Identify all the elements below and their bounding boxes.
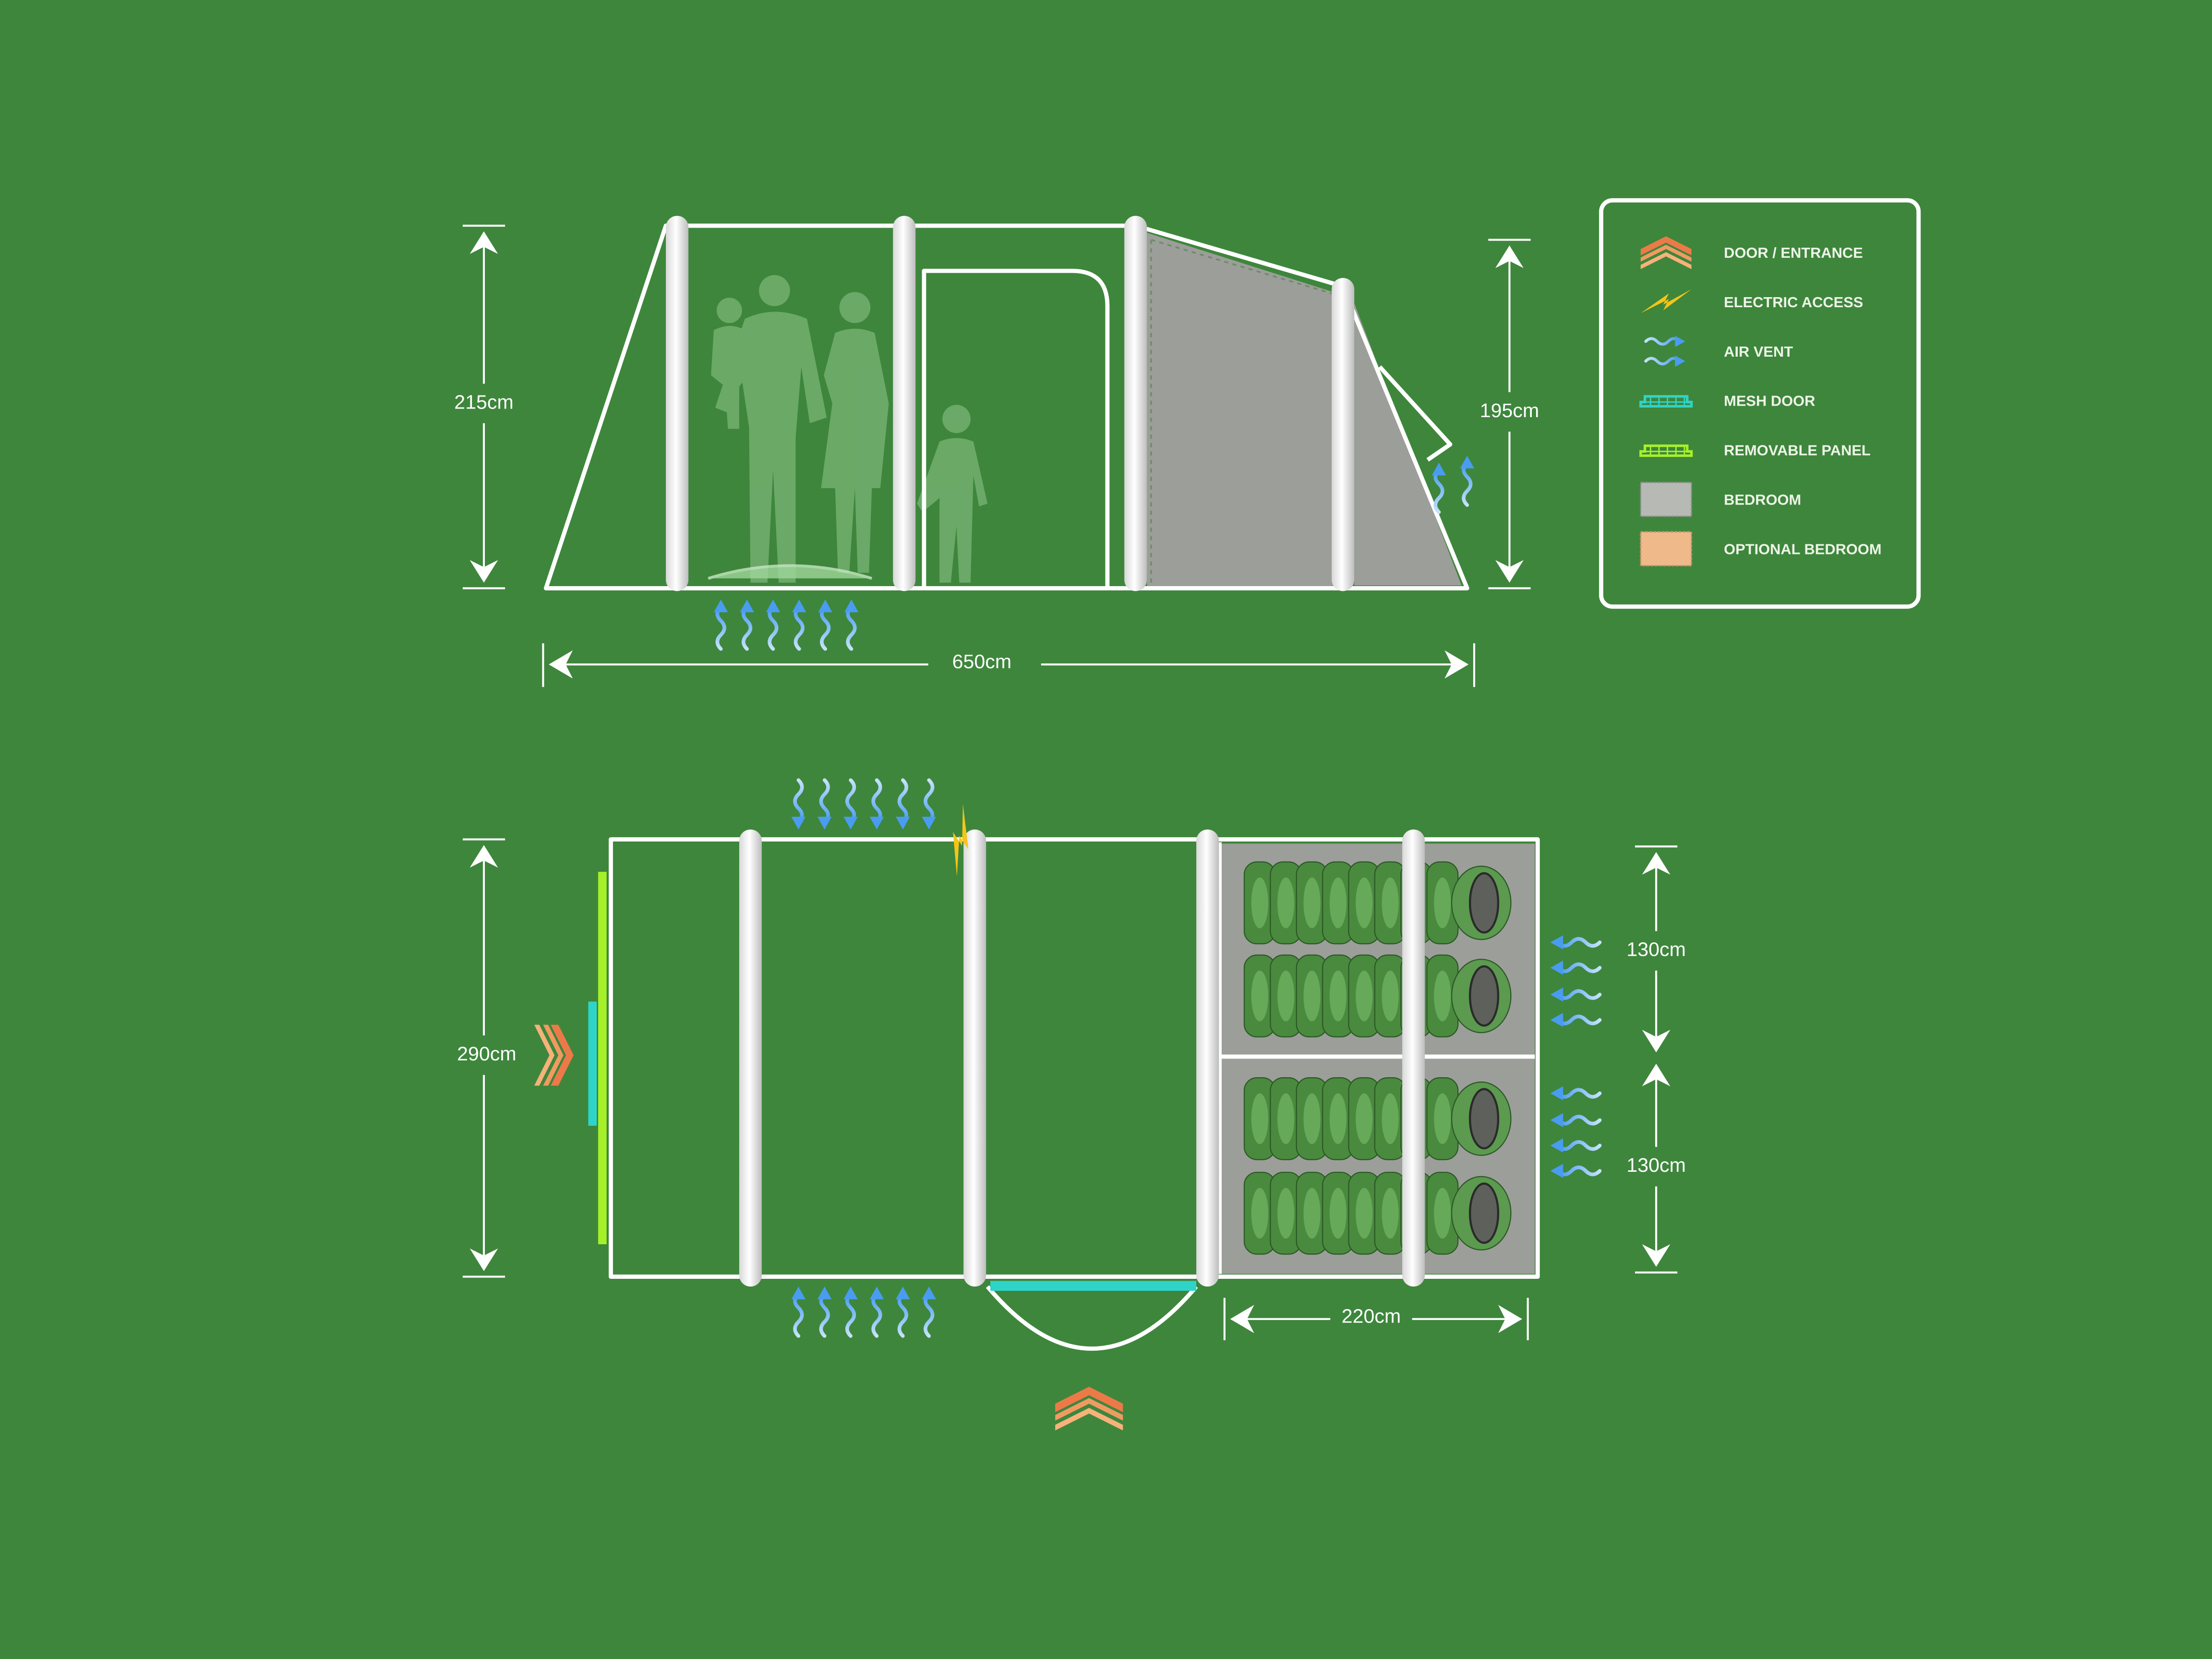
legend-label: BEDROOM xyxy=(1724,491,1801,508)
arrow-left-icon xyxy=(549,650,573,679)
floor-outline xyxy=(609,837,1540,1279)
front-height-label: 215cm xyxy=(454,391,513,413)
front-height-dimension: 215cm xyxy=(454,225,514,589)
mesh-door-front xyxy=(990,1281,1197,1291)
rear-height-dimension: 195cm xyxy=(1480,239,1539,589)
air-beam xyxy=(1196,830,1219,1287)
arrow-up-icon xyxy=(1642,852,1671,875)
legend-label: REMOVABLE PANEL xyxy=(1724,442,1871,459)
mesh-door-icon xyxy=(1639,395,1693,408)
air-beam xyxy=(1124,216,1147,591)
air-beam xyxy=(963,830,986,1287)
bedroom-depth-dimension: 220cm xyxy=(1223,1298,1529,1340)
length-dimension: 650cm xyxy=(542,643,1476,687)
bedroom-area-side xyxy=(1147,232,1334,589)
floor-plan: 290cm 130cm 130cm 220cm xyxy=(457,780,1686,1431)
air-beam xyxy=(893,216,916,591)
arrow-down-icon xyxy=(1495,560,1524,583)
arrow-up-icon xyxy=(1495,245,1524,268)
bedroom-area-rear xyxy=(1354,303,1462,586)
removable-panel-icon xyxy=(1639,445,1693,457)
arrow-down-icon xyxy=(469,1248,498,1271)
inner-door-outline xyxy=(922,268,1110,589)
sleeping-bag xyxy=(1243,1171,1512,1255)
arrow-up-icon xyxy=(1642,1063,1671,1086)
arrow-up-icon xyxy=(469,845,498,868)
legend-label: MESH DOOR xyxy=(1724,393,1815,409)
length-label: 650cm xyxy=(952,650,1011,673)
air-beam xyxy=(666,216,689,591)
door-swing-arc xyxy=(986,1285,1198,1351)
arrow-right-icon xyxy=(1444,650,1469,679)
air-beam xyxy=(739,830,762,1287)
legend-label: OPTIONAL BEDROOM xyxy=(1724,541,1881,557)
arrow-left-icon xyxy=(1230,1305,1254,1334)
family-silhouette xyxy=(711,275,988,583)
legend-label: ELECTRIC ACCESS xyxy=(1724,294,1863,311)
bedroom-2-width-label: 130cm xyxy=(1626,1154,1685,1176)
bedroom-swatch-icon xyxy=(1640,481,1693,517)
width-label: 290cm xyxy=(457,1043,516,1065)
rear-window xyxy=(1378,365,1453,462)
arrow-down-icon xyxy=(1642,1244,1671,1267)
sleeping-bags xyxy=(1243,861,1512,1255)
legend-frame xyxy=(1599,198,1921,609)
sleeping-bag xyxy=(1243,1077,1512,1160)
side-view: 215cm 195cm 650cm xyxy=(454,216,1539,687)
width-dimension: 290cm xyxy=(457,838,517,1278)
rear-height-label: 195cm xyxy=(1480,399,1539,421)
legend: DOOR / ENTRANCE ELECTRIC ACCESS AIR VENT… xyxy=(1599,198,1921,609)
arrow-up-icon xyxy=(469,231,498,254)
ground-mat xyxy=(708,564,873,580)
mesh-door-side xyxy=(588,1001,597,1126)
bedroom-1-width-label: 130cm xyxy=(1626,938,1685,961)
legend-label: AIR VENT xyxy=(1724,343,1793,360)
air-beam xyxy=(1332,277,1355,591)
bedroom-2-dimension: 130cm xyxy=(1626,1063,1686,1274)
bedroom-depth-label: 220cm xyxy=(1342,1305,1401,1327)
optional-bedroom-swatch-icon xyxy=(1640,531,1693,566)
legend-label: DOOR / ENTRANCE xyxy=(1724,244,1863,261)
arrow-down-icon xyxy=(1642,1030,1671,1053)
removable-panel xyxy=(598,872,607,1244)
side-outline xyxy=(543,223,1469,590)
bedroom-1-dimension: 130cm xyxy=(1626,845,1686,1053)
air-beam xyxy=(1402,830,1425,1287)
arrow-down-icon xyxy=(469,560,498,583)
arrow-right-icon xyxy=(1498,1305,1522,1334)
sleeping-bag xyxy=(1243,861,1512,945)
sleeping-bag xyxy=(1243,954,1512,1038)
